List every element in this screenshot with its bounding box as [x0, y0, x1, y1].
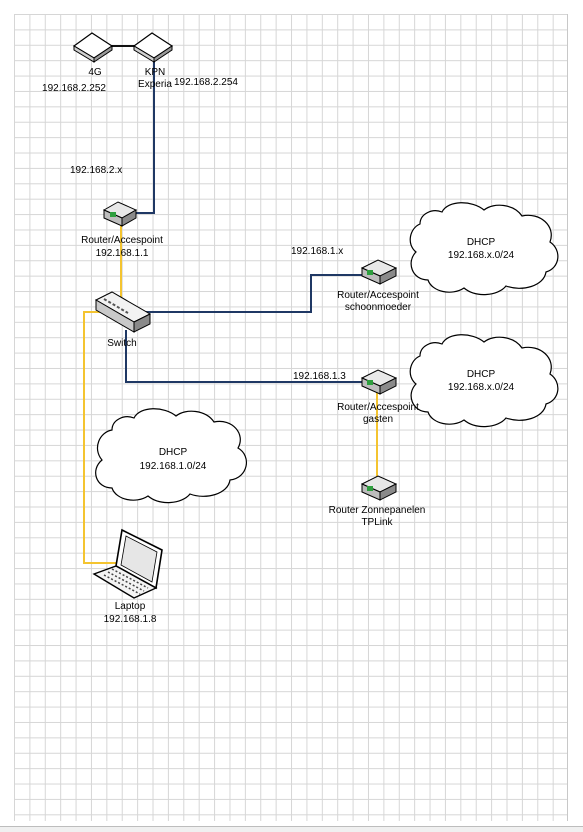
modem-icon-kpn	[132, 32, 174, 63]
gasten-name-line2: gasten	[362, 414, 394, 425]
zonnepanelen-name-line1: Router Zonnepanelen	[328, 505, 426, 516]
dhcp-main-range: 192.168.1.0/24	[139, 461, 207, 472]
dhcp-schoonmoeder-title: DHCP	[466, 237, 496, 248]
schoonmoeder-name-line1: Router/Accespoint	[337, 290, 419, 301]
switch-icon	[94, 291, 152, 333]
cloud-icon-dhcp-main	[95, 408, 247, 504]
main-router-subnet: 192.168.2.x	[70, 165, 123, 176]
laptop-name: Laptop	[114, 601, 146, 612]
laptop-ip: 192.168.1.8	[103, 614, 157, 625]
gasten-ip: 192.168.1.3	[293, 371, 346, 382]
main-router-ip: 192.168.1.1	[95, 248, 149, 259]
kpn-experia-label: KPN Experia	[134, 67, 176, 91]
dhcp-gasten-title: DHCP	[466, 369, 496, 380]
dhcp-main-title: DHCP	[158, 447, 188, 458]
laptop-icon	[92, 528, 163, 599]
switch-name: Switch	[107, 338, 137, 349]
router-icon-schoonmoeder	[360, 259, 398, 285]
dhcp-schoonmoeder-range: 192.168.x.0/24	[447, 250, 515, 261]
bottom-edge	[0, 826, 583, 832]
router-icon-main	[102, 201, 138, 227]
modem-4g-ip: 192.168.2.252	[42, 83, 106, 94]
zonnepanelen-name-line2: TPLink	[361, 517, 393, 528]
dhcp-gasten-range: 192.168.x.0/24	[447, 382, 515, 393]
router-icon-zonnepanelen	[360, 475, 398, 501]
modem-4g-name: 4G	[88, 67, 102, 78]
cloud-icon-dhcp-schoonmoeder	[409, 202, 559, 296]
cable-blue-switch-schoonmoeder	[130, 274, 362, 313]
cable-blue-switch-gasten	[125, 330, 370, 383]
router-gasten-label: Router/Accespoint gasten	[320, 402, 436, 426]
cloud-icon-dhcp-gasten	[409, 334, 559, 428]
kpn-experia-ip: 192.168.2.254	[174, 77, 238, 88]
main-router-name: Router/Accespoint	[81, 235, 163, 246]
kpn-name-line1: KPN	[144, 67, 166, 78]
router-schoonmoeder-label: Router/Accespoint schoonmoeder	[320, 290, 436, 314]
schoonmoeder-name-line2: schoonmoeder	[344, 302, 412, 313]
schoonmoeder-subnet: 192.168.1.x	[291, 246, 344, 257]
modem-icon-4g	[72, 32, 114, 63]
gasten-name-line1: Router/Accespoint	[337, 402, 419, 413]
kpn-name-line2: Experia	[138, 79, 172, 90]
router-zonnepanelen-label: Router Zonnepanelen TPLink	[312, 505, 442, 529]
router-icon-gasten	[360, 369, 398, 395]
